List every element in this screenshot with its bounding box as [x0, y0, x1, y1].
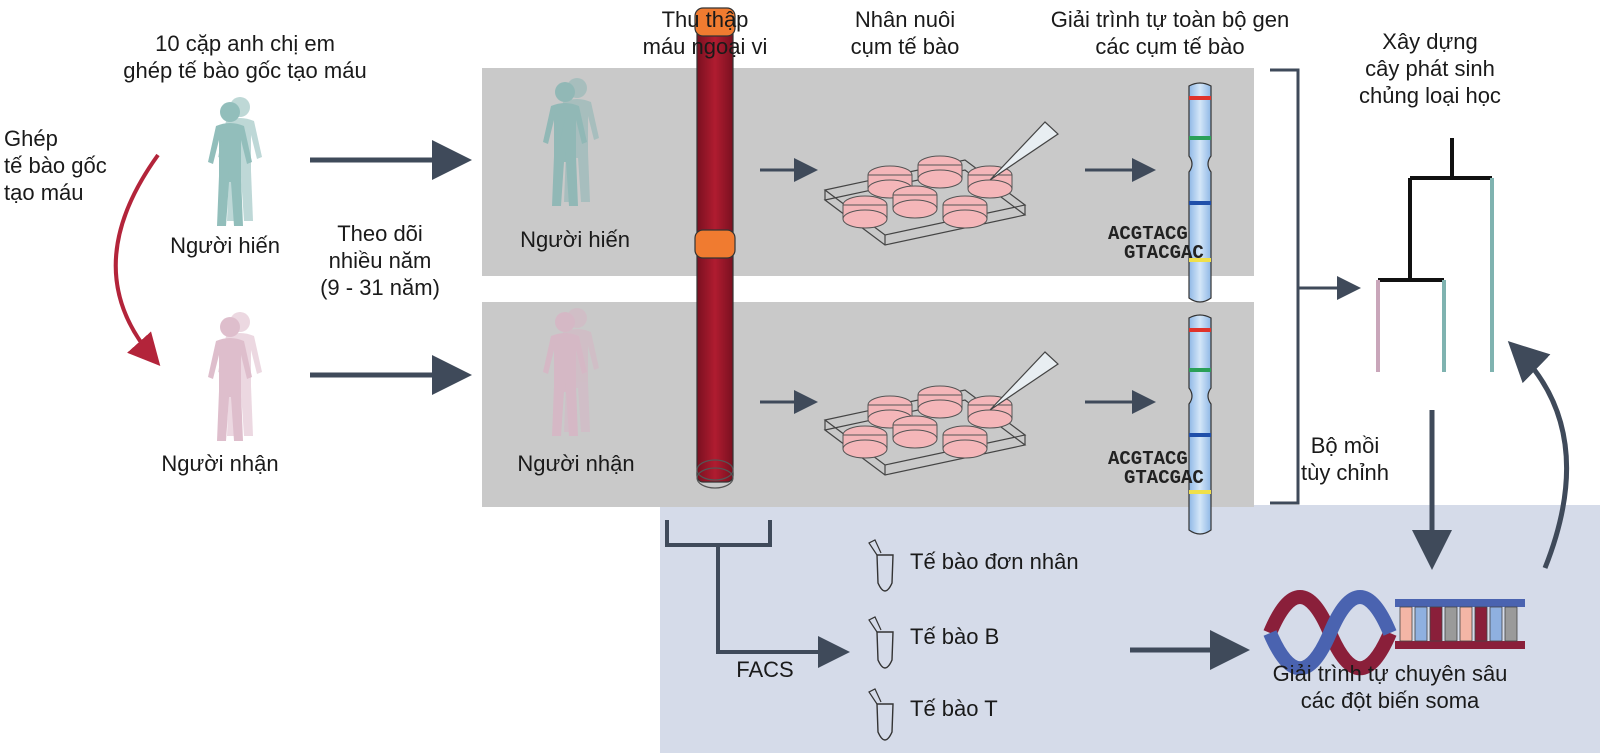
feedback-arrow: [1507, 341, 1570, 569]
phylogenetic-tree-icon: [1376, 138, 1494, 372]
recipient-person-icon: [208, 312, 262, 441]
donor-chromosome-icon: [1187, 81, 1213, 304]
box-donor-label: Người hiến: [520, 227, 630, 252]
blue-panel: [660, 505, 1600, 753]
box-recipient-label: Người nhận: [517, 451, 635, 476]
transplant-label: Ghép tế bào gốc tạo máu: [4, 126, 107, 205]
title: 10 cặp anh chị em ghép tế bào gốc tạo má…: [123, 31, 367, 83]
recipient-seq-line2: GTACGAC: [1124, 467, 1204, 489]
cell-label-t: Tế bào T: [910, 696, 998, 721]
followup-label: Theo dõi nhiều năm (9 - 31 năm): [320, 221, 440, 300]
recipient-chromosome-icon: [1187, 313, 1213, 536]
recipient-blood-tube-icon: [694, 229, 736, 489]
donor-seq-line1: ACGTACG: [1108, 223, 1188, 245]
donor-label: Người hiến: [170, 233, 280, 258]
recipient-label: Người nhận: [161, 451, 279, 476]
cell-label-mononuclear: Tế bào đơn nhân: [910, 549, 1079, 574]
step-blood-label: Thu thập máu ngoại vi: [642, 7, 768, 59]
donor-seq-line2: GTACGAC: [1124, 242, 1204, 264]
primers-label: Bộ mồi tùy chỉnh: [1300, 433, 1390, 485]
deep-seq-label: Giải trình tự chuyên sâu các đột biến so…: [1272, 661, 1508, 713]
dna-helix-icon: [1263, 590, 1525, 676]
cell-label-b: Tế bào B: [910, 624, 1000, 649]
transplant-arrow: [113, 153, 161, 366]
donor-person-icon: [208, 97, 262, 226]
step-wgs-label: Giải trình tự toàn bộ gen các cụm tế bào: [1050, 7, 1290, 59]
donor-box: [482, 68, 1254, 276]
step-phylo-label: Xây dựng cây phát sinh chủng loại học: [1359, 29, 1501, 108]
step-culture-label: Nhân nuôi cụm tế bào: [850, 7, 960, 59]
facs-label: FACS: [736, 657, 794, 682]
recipient-seq-line1: ACGTACG: [1108, 448, 1188, 470]
